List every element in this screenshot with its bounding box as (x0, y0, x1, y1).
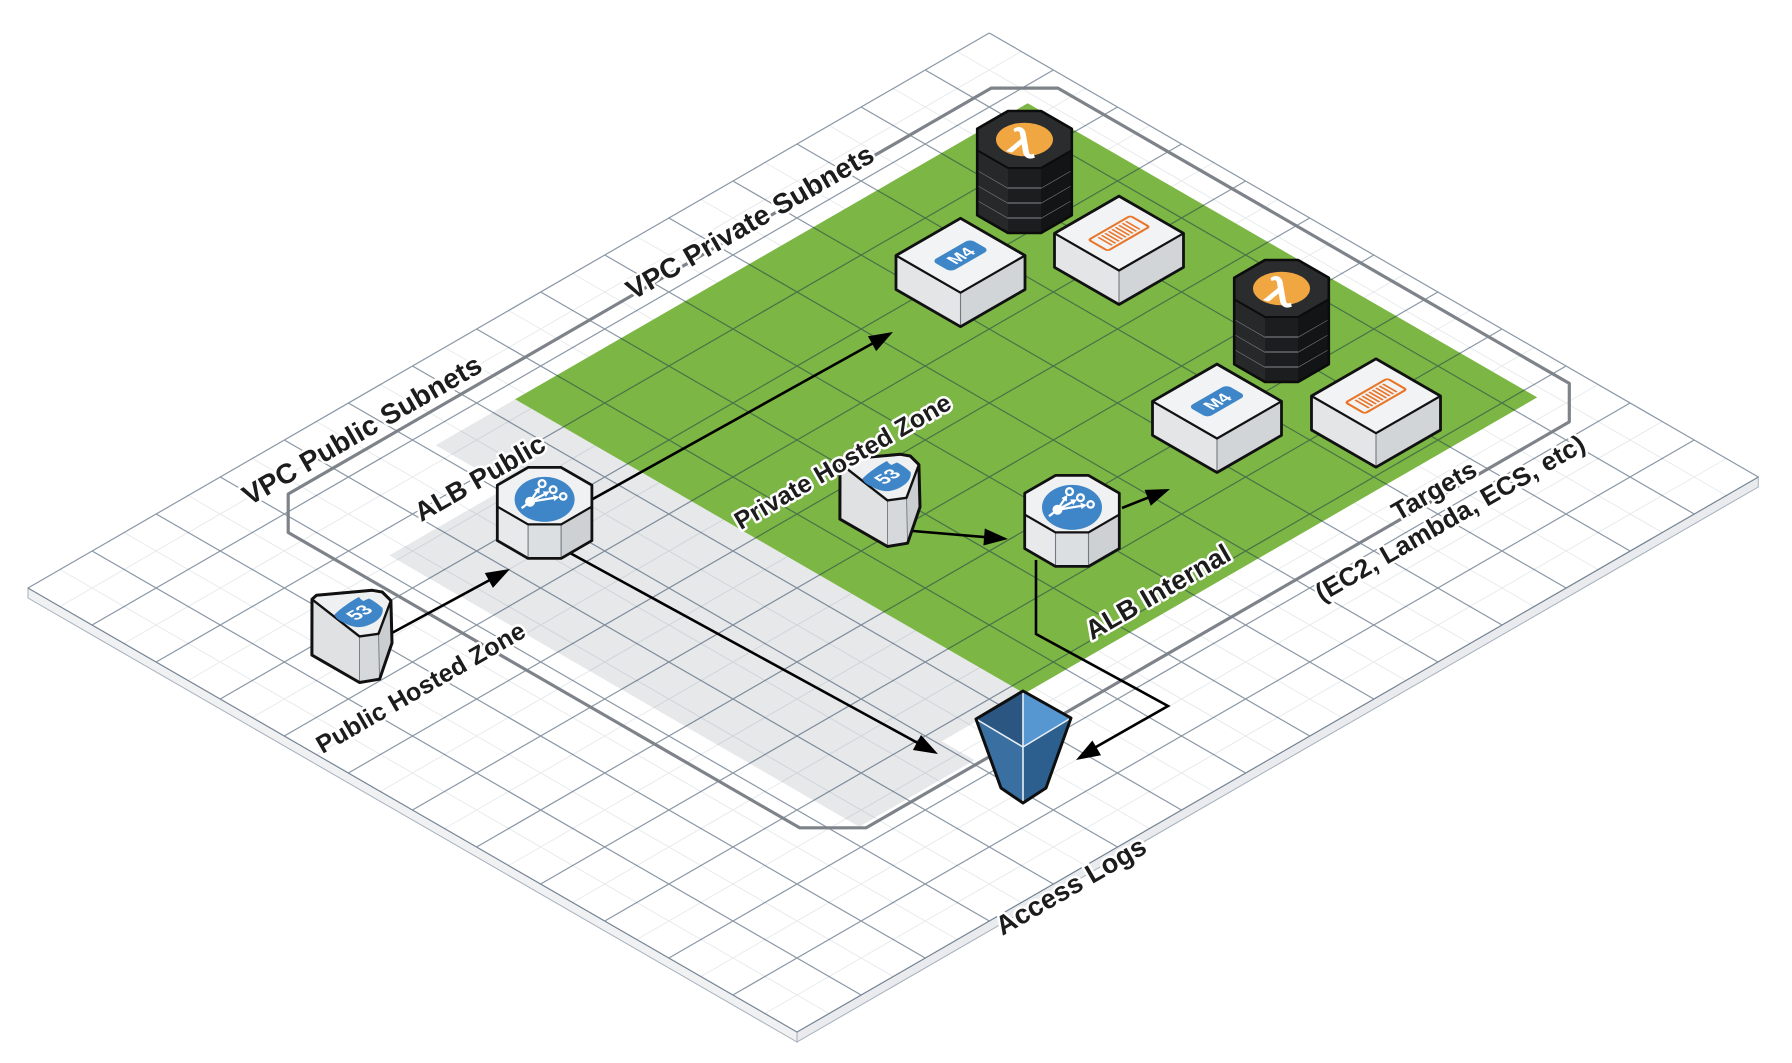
route53-public-hosted-zone-icon: 53 (310, 588, 394, 684)
arrow-alb-internal-to-access-logs (1034, 560, 1171, 760)
m4-instance-icon-1: M4 (894, 216, 1027, 329)
arrow-alb-internal-to-targets (1121, 489, 1170, 510)
vpc-boundary (286, 86, 1571, 830)
private-subnets-area (515, 103, 1538, 694)
lambda-stack-icon-1 (975, 109, 1074, 235)
lambda-symbol-glyph (1262, 276, 1292, 308)
arrow-public-hosted-zone-to-alb-public (389, 569, 510, 636)
route53-private-hosted-zone-icon: 53 (838, 452, 922, 548)
container-instance-icon-1 (1053, 194, 1185, 306)
alb-public-icon (495, 465, 594, 560)
arrow-alb-public-to-targets (590, 332, 893, 502)
alb-internal-icon (1023, 473, 1121, 568)
arrow-private-hosted-zone-to-alb-internal (912, 528, 1008, 546)
connection-arrows (389, 332, 1171, 760)
m4-instance-icon-2: M4 (1151, 362, 1283, 474)
s3-access-logs-bucket-icon (974, 689, 1073, 805)
lambda-symbol-glyph (1005, 127, 1035, 159)
lambda-stack-icon-2 (1232, 258, 1331, 384)
arrow-alb-public-to-access-logs (558, 545, 938, 754)
container-instance-icon-2 (1310, 357, 1442, 469)
